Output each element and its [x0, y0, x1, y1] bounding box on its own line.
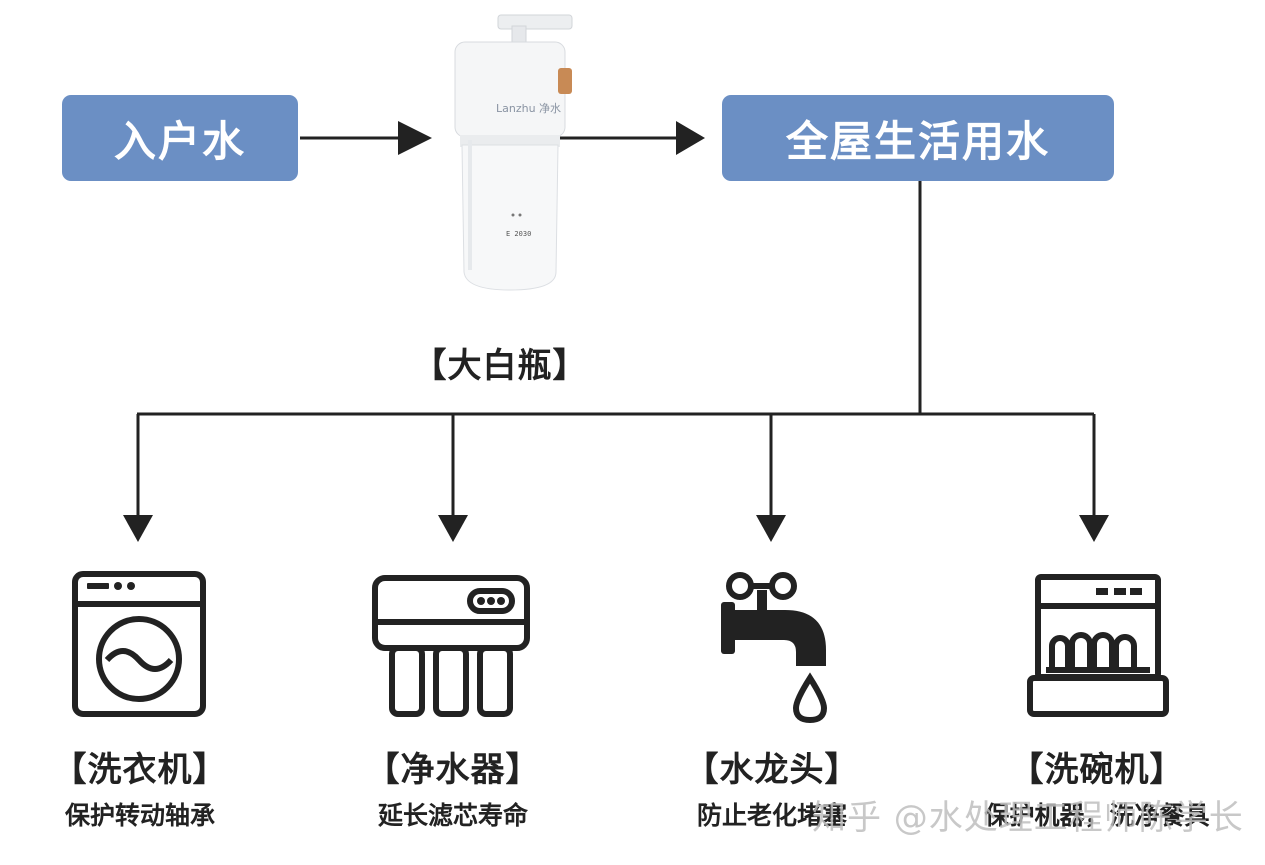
inlet-water-label: 入户水: [113, 116, 246, 166]
faucet-icon: [721, 572, 828, 724]
inlet-water-box: 入户水: [62, 95, 298, 181]
arrowhead-inlet: [398, 121, 432, 155]
filter-code-text: E 2030: [506, 230, 531, 238]
watermark: 知乎 @水处理工程师陈学长: [812, 798, 1244, 838]
filter-brand-text: Lanzhu 净水: [496, 101, 561, 115]
washing-machine-title: 【洗衣机】: [52, 750, 228, 790]
washing-machine-icon: [72, 571, 206, 717]
household-water-label: 全屋生活用水: [785, 116, 1050, 166]
arrowhead-outlet: [676, 121, 705, 155]
dishwasher-title: 【洗碗机】: [1009, 750, 1185, 790]
filter-bottle-image: Lanzhu 净水 E 2030: [454, 14, 573, 291]
dishwasher-icon: [1027, 574, 1169, 717]
water-purifier-title: 【净水器】: [365, 750, 541, 790]
household-water-box: 全屋生活用水: [722, 95, 1114, 181]
water-purifier-desc: 延长滤芯寿命: [377, 801, 528, 830]
faucet-title: 【水龙头】: [684, 750, 860, 790]
filter-label: 【大白瓶】: [412, 346, 588, 386]
faucet-desc: 防止老化堵塞: [696, 801, 847, 830]
washing-machine-desc: 保护转动轴承: [64, 801, 215, 830]
branch-arrows: [123, 414, 1109, 542]
dishwasher-desc: 保护机器，洗净餐具: [984, 801, 1210, 830]
water-purifier-icon: [372, 575, 530, 717]
